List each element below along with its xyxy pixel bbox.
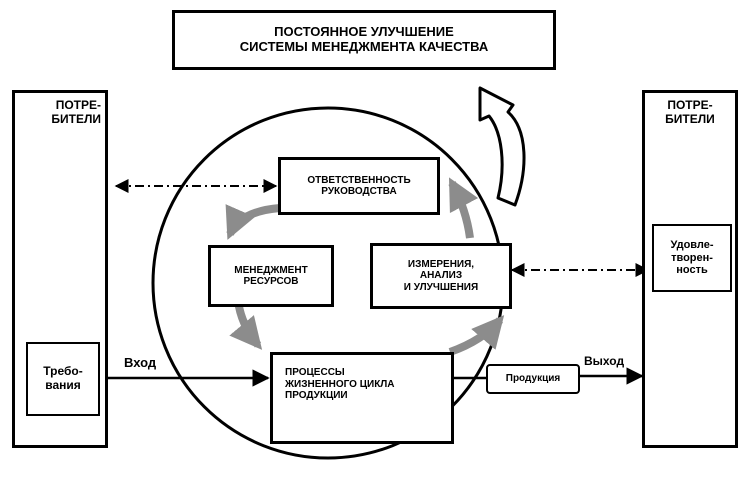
right-customers-heading: ПОТРЕ- БИТЕЛИ <box>665 98 715 126</box>
title-text: ПОСТОЯННОЕ УЛУЧШЕНИЕ СИСТЕМЫ МЕНЕДЖМЕНТА… <box>239 24 489 54</box>
resource-management-text: МЕНЕДЖМЕНТ РЕСУРСОВ <box>234 264 308 288</box>
management-responsibility-text: ОТВЕТСТВЕННОСТЬ РУКОВОДСТВА <box>307 174 411 198</box>
product-lifecycle-text: ПРОЦЕССЫ ЖИЗНЕННОГО ЦИКЛА ПРОДУКЦИИ <box>285 367 395 401</box>
input-label: Вход <box>124 355 157 370</box>
cycle-arrow-top-left <box>225 204 281 240</box>
measurement-analysis-box: ИЗМЕРЕНИЯ, АНАЛИЗ И УЛУЧШЕНИЯ <box>370 243 512 309</box>
product-text: Продукция <box>505 373 561 385</box>
satisfaction-box: Удовле- творен- ность <box>652 224 732 292</box>
left-customers-heading: ПОТРЕ- БИТЕЛИ <box>51 98 101 126</box>
product-lifecycle-box: ПРОЦЕССЫ ЖИЗНЕННОГО ЦИКЛА ПРОДУКЦИИ <box>270 352 454 444</box>
output-label: Выход <box>584 354 625 368</box>
cycle-arrow-bottom-right <box>448 315 505 356</box>
resource-management-box: МЕНЕДЖМЕНТ РЕСУРСОВ <box>208 245 334 307</box>
measurement-analysis-text: ИЗМЕРЕНИЯ, АНАЛИЗ И УЛУЧШЕНИЯ <box>403 258 479 293</box>
requirements-text: Требо- вания <box>43 364 83 392</box>
management-responsibility-box: ОТВЕТСТВЕННОСТЬ РУКОВОДСТВА <box>278 157 440 215</box>
satisfaction-text: Удовле- творен- ность <box>670 239 714 277</box>
product-box: Продукция <box>486 364 580 394</box>
requirements-box: Требо- вания <box>26 342 100 416</box>
cycle-arrow-right <box>448 177 479 239</box>
title-box: ПОСТОЯННОЕ УЛУЧШЕНИЕ СИСТЕМЫ МЕНЕДЖМЕНТА… <box>172 10 556 70</box>
improvement-arrow <box>478 86 526 207</box>
